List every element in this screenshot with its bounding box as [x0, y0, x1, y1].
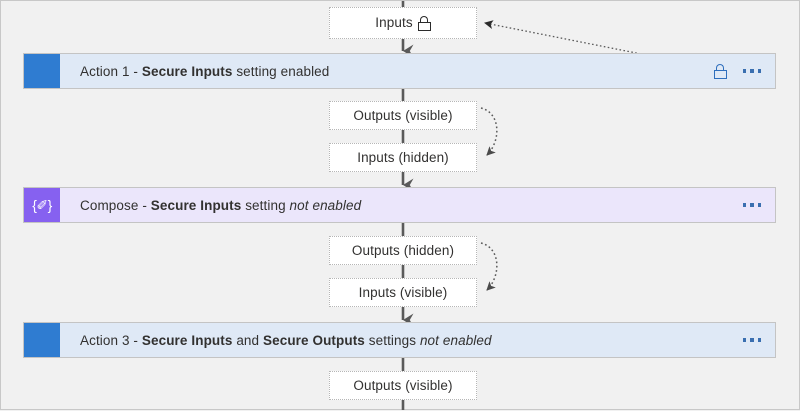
action-3-text-mid-2: settings [364, 332, 420, 348]
action-1-text-bold-1: Secure Inputs [141, 63, 233, 79]
action-1-text-prefix: Action 1 - [80, 63, 142, 79]
outputs-visible-label-2: Outputs (visible) [353, 377, 453, 393]
action-1-label: Action 1 - Secure Inputs setting enabled [60, 64, 714, 79]
outputs-visible-box-2: Outputs (visible) [329, 371, 477, 400]
action-1-text-suffix: setting enabled [232, 63, 330, 79]
action-3-row-controls [742, 333, 776, 347]
action-1-row-controls [713, 63, 776, 79]
compose-text-mid: setting [241, 197, 290, 213]
action-3-label: Action 3 - Secure Inputs and Secure Outp… [60, 333, 743, 348]
wire-feedback-2 [480, 242, 498, 291]
inputs-hidden-label: Inputs (hidden) [357, 149, 449, 165]
action-3-text-bold-2: Secure Outputs [263, 332, 365, 348]
action-row-action-1[interactable]: Action 1 - Secure Inputs setting enabled [23, 53, 776, 89]
action-3-text-mid-1: and [232, 332, 263, 348]
outputs-visible-box-1: Outputs (visible) [329, 101, 477, 130]
wire-feedback-1 [480, 107, 498, 156]
lock-icon [417, 15, 431, 31]
action-square-icon [24, 323, 60, 357]
inputs-visible-label: Inputs (visible) [358, 284, 448, 300]
action-square-icon [24, 54, 60, 88]
action-row-action-3[interactable]: Action 3 - Secure Inputs and Secure Outp… [23, 322, 776, 358]
compose-row-controls [742, 198, 776, 212]
compose-braces-icon: {✐} [24, 188, 60, 222]
outputs-hidden-label: Outputs (hidden) [351, 242, 455, 258]
action-3-text-bold-1: Secure Inputs [141, 332, 233, 348]
compose-text-prefix: Compose - [80, 197, 151, 213]
compose-text-bold-1: Secure Inputs [150, 197, 242, 213]
compose-label: Compose - Secure Inputs setting not enab… [60, 198, 743, 213]
compose-text-italic: not enabled [289, 197, 362, 213]
action-3-text-prefix: Action 3 - [80, 332, 142, 348]
ellipsis-icon[interactable] [742, 198, 761, 212]
compose-glyph: {✐} [32, 197, 52, 213]
ellipsis-icon[interactable] [742, 64, 761, 78]
action-3-text-italic: not enabled [419, 332, 492, 348]
inputs-visible-box: Inputs (visible) [329, 278, 477, 307]
inputs-hidden-box: Inputs (hidden) [329, 143, 477, 172]
ellipsis-icon[interactable] [742, 333, 761, 347]
outputs-visible-label-1: Outputs (visible) [353, 107, 453, 123]
action-row-compose[interactable]: {✐} Compose - Secure Inputs setting not … [23, 187, 776, 223]
top-inputs-box: Inputs [329, 7, 477, 39]
top-inputs-label: Inputs [375, 15, 413, 31]
lock-icon [713, 63, 727, 79]
outputs-hidden-box: Outputs (hidden) [329, 236, 477, 265]
